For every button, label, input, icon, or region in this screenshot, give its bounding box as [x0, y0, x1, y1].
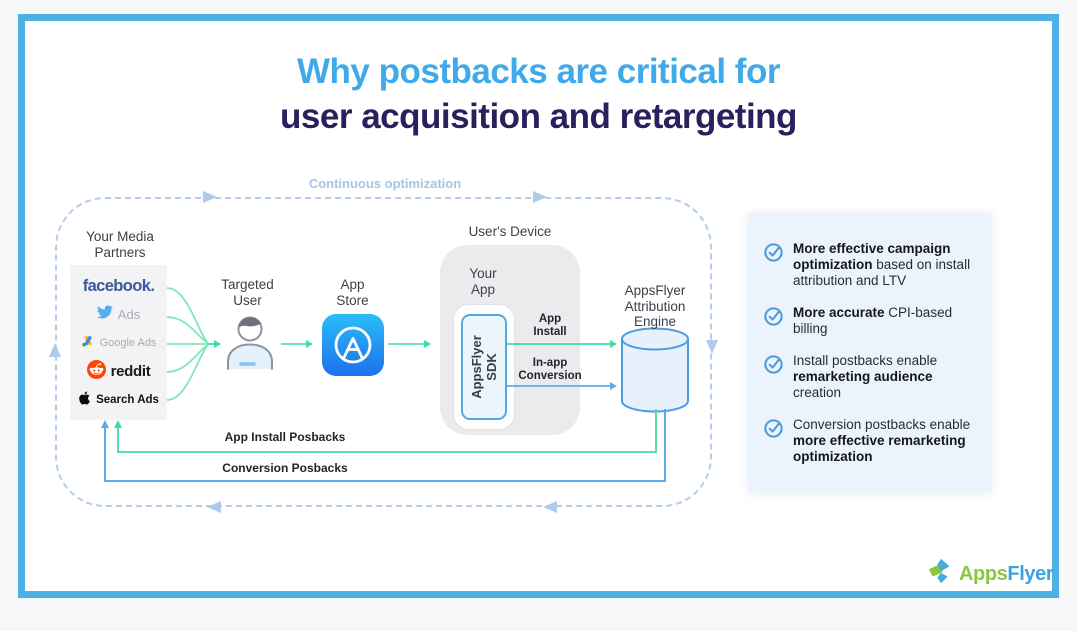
benefit-text: More effective campaign optimization bas… — [793, 241, 978, 289]
appsflyer-logo: AppsFlyer — [928, 558, 1054, 591]
inapp-conversion-flow-line1: In-app — [532, 357, 568, 369]
app-store-label-line2: Store — [336, 292, 369, 308]
inapp-conversion-flow-line2: Conversion — [518, 370, 582, 382]
benefit-text-segment: more effective remarketing optimization — [793, 433, 966, 464]
your-app-label-line2: App — [470, 281, 496, 297]
check-icon — [763, 418, 784, 444]
attribution-engine-label-line2: Attribution — [624, 298, 686, 314]
logo-text-flyer: Flyer — [1007, 563, 1054, 585]
check-icon — [763, 306, 784, 332]
logo-text-apps: Apps — [959, 563, 1008, 585]
appsflyer-logo-text: AppsFlyer — [959, 563, 1054, 586]
appsflyer-sdk-box: AppsFlyer SDK — [461, 314, 507, 420]
your-app-label-line1: Your — [469, 266, 497, 281]
benefit-text-segment: based on install attribution and LTV — [793, 257, 971, 288]
title-line-1: Why postbacks are critical for — [297, 52, 780, 91]
conversion-postbacks-label: Conversion Posbacks — [222, 461, 348, 475]
partner-google-ads: Google Ads — [70, 332, 167, 354]
benefit-text: More accurate CPI-based billing — [793, 305, 978, 337]
appsflyer-sdk-label: AppsFlyer SDK — [469, 335, 499, 399]
attribution-engine-label-line3: Engine — [633, 314, 677, 329]
attribution-engine-label-line1: AppsFlyer — [624, 283, 686, 298]
benefit-item: More accurate CPI-based billing — [763, 305, 978, 337]
inapp-conversion-flow-label: In-app Conversion — [507, 357, 593, 383]
benefit-text-segment: creation — [793, 385, 842, 400]
media-partners-label-line1: Your Media — [86, 229, 154, 244]
check-icon — [763, 354, 784, 380]
twitter-ads-label: Ads — [117, 307, 141, 322]
benefits-panel: More effective campaign optimization bas… — [748, 212, 992, 492]
app-store-icon — [322, 314, 384, 381]
benefit-item: Conversion postbacks enable more effecti… — [763, 417, 978, 465]
app-install-flow-label: App Install — [515, 313, 585, 339]
google-ads-icon — [81, 334, 95, 353]
targeted-user-label-line1: Targeted — [221, 277, 274, 292]
media-partners-label-line2: Partners — [94, 244, 146, 260]
benefit-text: Conversion postbacks enable more effecti… — [793, 417, 978, 465]
benefit-text-segment: More accurate — [793, 305, 885, 320]
partner-twitter-ads: Ads — [70, 304, 167, 326]
app-install-flow-line1: App — [538, 313, 562, 325]
your-app-label: Your App — [450, 266, 516, 297]
sdk-label-line2: SDK — [484, 353, 500, 381]
benefit-text-segment: More effective campaign optimization — [793, 241, 951, 272]
app-store-label: App Store — [315, 277, 390, 308]
reddit-label: reddit — [110, 363, 151, 380]
benefit-text-segment: Install postbacks enable — [793, 353, 938, 368]
apple-search-ads-label: Search Ads — [96, 394, 159, 406]
partner-facebook: facebook. — [70, 275, 167, 297]
person-icon — [221, 308, 279, 375]
page-title: Why postbacks are critical for user acqu… — [18, 50, 1059, 140]
partner-apple-search-ads: Search Ads — [70, 389, 167, 411]
benefit-text-segment: remarketing audience — [793, 369, 933, 384]
app-install-flow-line2: Install — [533, 326, 567, 338]
app-install-postbacks-label: App Install Posbacks — [224, 430, 346, 444]
database-cylinder-icon — [619, 327, 691, 418]
benefit-item: Install postbacks enable remarketing aud… — [763, 353, 978, 401]
facebook-wordmark: facebook. — [82, 276, 155, 295]
check-icon — [763, 242, 784, 268]
continuous-optimization-label: Continuous optimization — [308, 176, 462, 191]
users-device-label: User's Device — [468, 224, 552, 239]
benefit-text: Install postbacks enable remarketing aud… — [793, 353, 978, 401]
apple-icon — [78, 391, 91, 410]
targeted-user-label: Targeted User — [205, 277, 290, 308]
partner-reddit: reddit — [70, 359, 167, 384]
benefit-text-segment: Conversion postbacks enable — [793, 417, 971, 432]
benefit-text-segment: CPI-based billing — [793, 305, 953, 336]
sdk-label-line1: AppsFlyer — [469, 335, 485, 399]
attribution-engine-label: AppsFlyer Attribution Engine — [608, 283, 702, 330]
benefit-item: More effective campaign optimization bas… — [763, 241, 978, 289]
reddit-icon — [86, 359, 106, 384]
twitter-icon — [96, 304, 113, 325]
appsflyer-logo-icon — [928, 558, 956, 591]
google-ads-label: Google Ads — [99, 337, 157, 349]
title-line-2: user acquisition and retargeting — [280, 97, 797, 136]
targeted-user-label-line2: User — [233, 292, 262, 308]
media-partners-label: Your Media Partners — [62, 229, 178, 260]
media-partners-box: facebook. Ads Google Ads reddit — [70, 265, 167, 420]
app-store-label-line1: App — [340, 277, 365, 292]
